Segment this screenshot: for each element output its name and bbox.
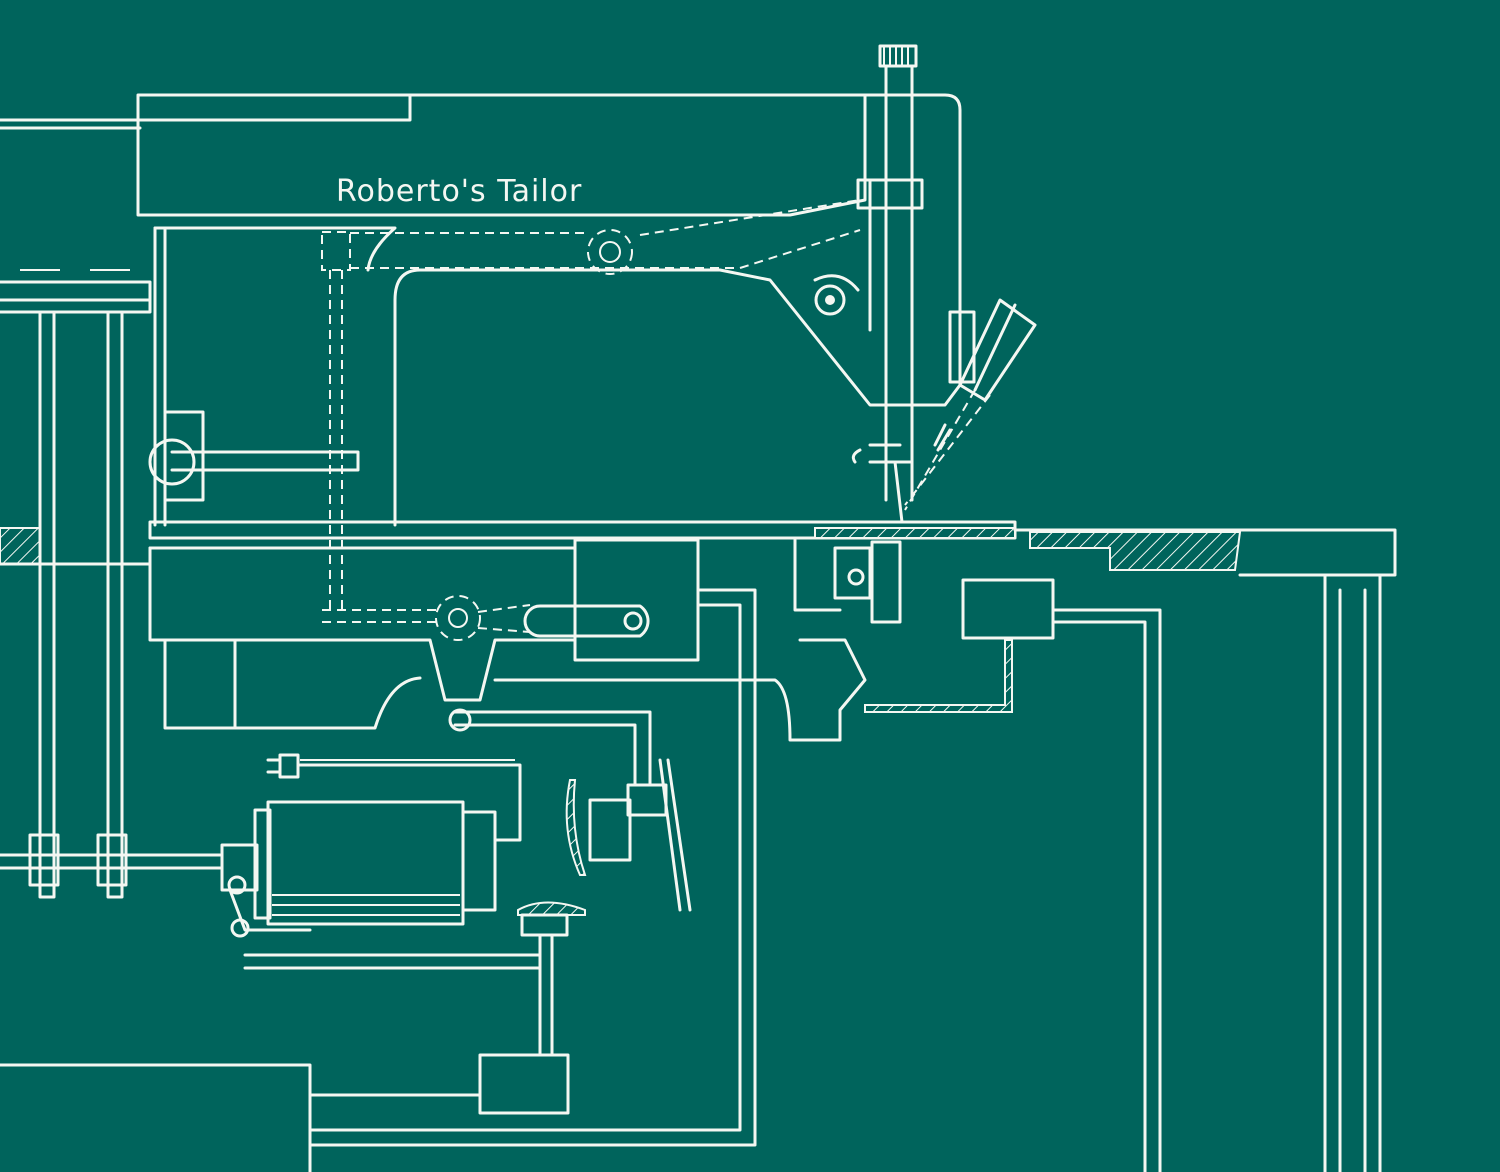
- drive-belts: [0, 310, 1382, 1172]
- electric-motor: [220, 753, 522, 938]
- machine-base: [148, 538, 1055, 742]
- drive-linkage: [321, 199, 861, 641]
- needle-bar: [813, 44, 924, 524]
- brand-name: Roberto's Tailor: [336, 174, 583, 209]
- foot-controller: [0, 901, 586, 1172]
- machine-arm: [136, 93, 962, 527]
- knee-lever: [448, 708, 692, 912]
- thread-tension: [904, 298, 1037, 511]
- left-cabinet: [0, 118, 152, 314]
- machine-bed: [0, 520, 1397, 577]
